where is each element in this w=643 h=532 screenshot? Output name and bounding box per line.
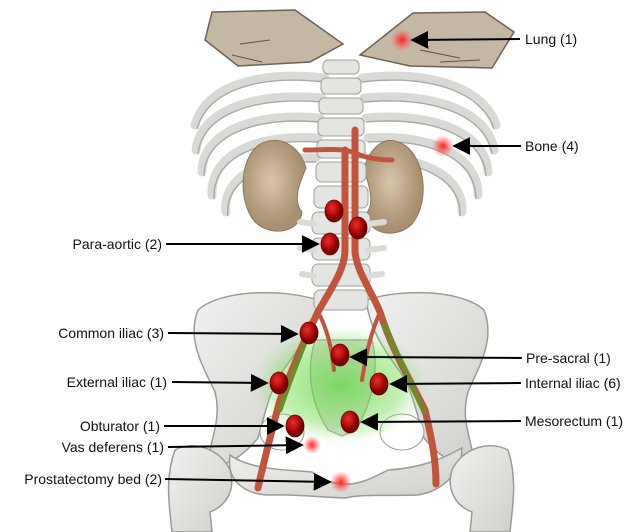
label-mesorectum: Mesorectum (1) bbox=[525, 413, 623, 429]
mesorectum-node bbox=[341, 411, 359, 433]
pre-sacral-arrow bbox=[351, 357, 522, 358]
left-kidney bbox=[243, 140, 306, 231]
para-aortic-node bbox=[349, 217, 367, 239]
external-iliac-arrow bbox=[172, 382, 267, 383]
label-prostatectomy-bed: Prostatectomy bed (2) bbox=[24, 471, 162, 487]
label-para-aortic: Para-aortic (2) bbox=[73, 236, 162, 252]
left-lung bbox=[205, 10, 343, 66]
para-aortic-node bbox=[325, 200, 343, 222]
left-femur bbox=[169, 446, 232, 532]
label-lung: Lung (1) bbox=[525, 31, 577, 47]
label-common-iliac: Common iliac (3) bbox=[58, 325, 164, 341]
lung-arrow bbox=[412, 39, 520, 40]
common-iliac-arrow bbox=[168, 333, 297, 334]
vas-deferens-lesion-glow bbox=[303, 436, 321, 454]
prostatectomy-bed-lesion-glow bbox=[330, 471, 352, 493]
label-bone: Bone (4) bbox=[525, 138, 579, 154]
lung-lesion-glow bbox=[391, 29, 413, 51]
obturator-node bbox=[286, 415, 304, 437]
common-iliac-node bbox=[300, 322, 318, 344]
para-aortic-node bbox=[321, 233, 339, 255]
mesorectum-arrow bbox=[362, 421, 521, 422]
label-internal-iliac: Internal iliac (6) bbox=[525, 375, 621, 391]
right-femur bbox=[450, 446, 513, 532]
bone-lesion-glow bbox=[432, 135, 454, 157]
label-obturator: Obturator (1) bbox=[80, 418, 160, 434]
internal-iliac-node bbox=[370, 373, 388, 395]
right-kidney bbox=[364, 140, 423, 233]
label-pre-sacral: Pre-sacral (1) bbox=[526, 350, 611, 366]
label-vas-deferens: Vas deferens (1) bbox=[62, 439, 164, 455]
internal-iliac-arrow bbox=[391, 383, 521, 384]
external-iliac-node bbox=[270, 372, 288, 394]
pre-sacral-node bbox=[331, 344, 349, 366]
label-external-iliac: External iliac (1) bbox=[67, 374, 167, 390]
